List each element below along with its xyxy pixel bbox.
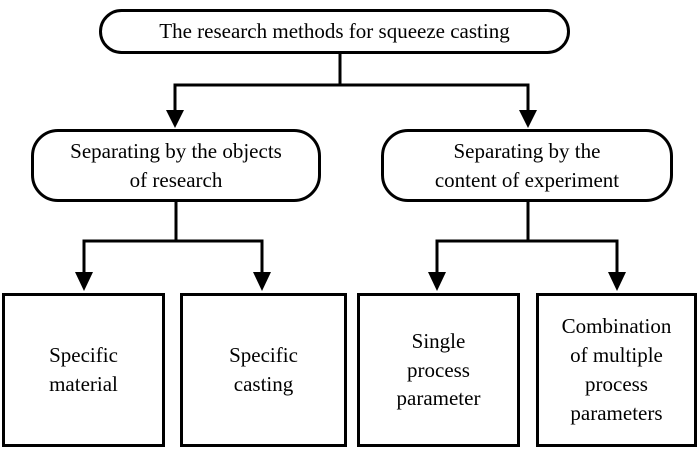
branch-node-label: Separating by the objects of research bbox=[70, 138, 282, 192]
leaf-node-label: Single process parameter bbox=[396, 328, 481, 411]
branch-node-content-of-experiment: Separating by the content of experiment bbox=[381, 129, 673, 202]
leaf-node-combination-process-parameters: Combination of multiple process paramete… bbox=[536, 293, 697, 447]
arrowhead-down-icon bbox=[519, 110, 537, 128]
connector-content-to-leaves bbox=[428, 200, 626, 291]
arrowhead-down-icon bbox=[166, 110, 184, 128]
leaf-node-specific-material: Specific material bbox=[2, 293, 165, 447]
leaf-node-label: Specific material bbox=[49, 343, 118, 396]
arrowhead-down-icon bbox=[428, 272, 446, 291]
root-node-label: The research methods for squeeze casting bbox=[159, 19, 510, 44]
leaf-node-label: Specific casting bbox=[229, 343, 298, 396]
branch-node-objects-of-research: Separating by the objects of research bbox=[31, 129, 321, 202]
arrowhead-down-icon bbox=[75, 272, 93, 291]
arrowhead-down-icon bbox=[253, 272, 271, 291]
leaf-node-single-process-parameter: Single process parameter bbox=[357, 293, 520, 447]
root-node-research-methods: The research methods for squeeze casting bbox=[99, 9, 570, 54]
connector-root-to-branches bbox=[166, 51, 537, 128]
connector-objects-to-leaves bbox=[75, 200, 271, 291]
branch-node-label: Separating by the content of experiment bbox=[434, 138, 620, 192]
arrowhead-down-icon bbox=[608, 272, 626, 291]
leaf-node-label: Combination of multiple process paramete… bbox=[561, 314, 672, 425]
leaf-node-specific-casting: Specific casting bbox=[180, 293, 347, 447]
